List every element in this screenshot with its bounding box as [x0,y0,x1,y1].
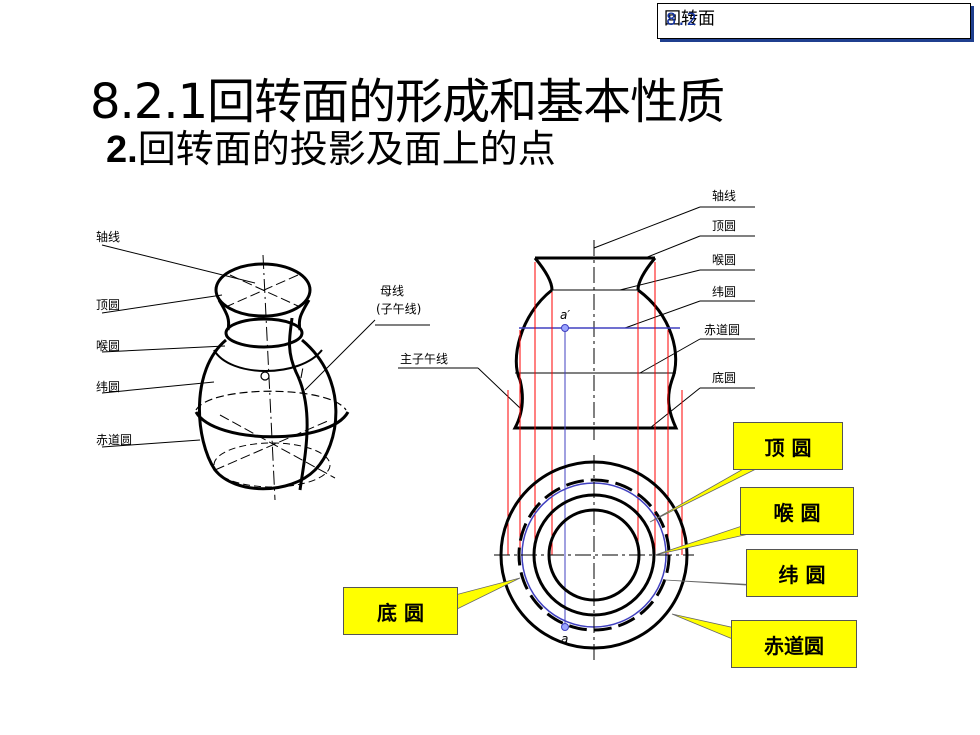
label-meridian: (子午线) [376,302,421,316]
right-label-top: 顶圆 [712,219,736,233]
right-label-axis: 轴线 [712,188,736,203]
right-label-bottom: 底圆 [712,370,736,385]
page-title: 8.2.1回转面的形成和基本性质 [90,74,725,130]
right-label-equator: 赤道圆 [704,323,740,337]
section-number: 8.2 [666,10,697,30]
point-a-prime [561,324,569,332]
section-name: 回转面 [664,9,715,29]
point-a-label: a [561,632,568,646]
callout-top-circle: 顶 圆 [733,422,843,470]
label-generatrix: 母线 [380,284,404,298]
callout-pointers [454,467,761,641]
subtitle-text: 回转面的投影及面上的点 [137,127,556,166]
point-o-marker [260,371,270,381]
vase-3d-drawing [101,244,430,501]
left-label-top: 顶圆 [96,298,120,312]
subtitle-number: 2. [106,129,138,166]
page-subtitle: 2.回转面的投影及面上的点 [106,118,556,166]
point-a-prime-label: a′ [560,308,570,322]
left-label-equator: 赤道圆 [96,433,132,447]
point-l-label: l [300,367,304,381]
projection-lines [507,262,683,555]
callout-throat-circle: 喉 圆 [740,487,854,535]
callout-equator-circle: 赤道圆 [731,620,857,668]
left-label-throat: 喉圆 [96,339,120,353]
label-main-meridian: 主子午线 [400,352,448,366]
callout-latitude-circle: 纬 圆 [746,549,858,597]
right-label-throat: 喉圆 [712,253,736,267]
point-a [561,623,569,631]
front-view-drawing [512,206,755,440]
left-label-axis: 轴线 [96,229,120,244]
top-view-drawing [494,455,694,660]
callout-bottom-circle: 底 圆 [343,587,458,635]
left-label-latitude: 纬圆 [96,380,120,394]
right-label-latitude: 纬圆 [712,285,736,299]
